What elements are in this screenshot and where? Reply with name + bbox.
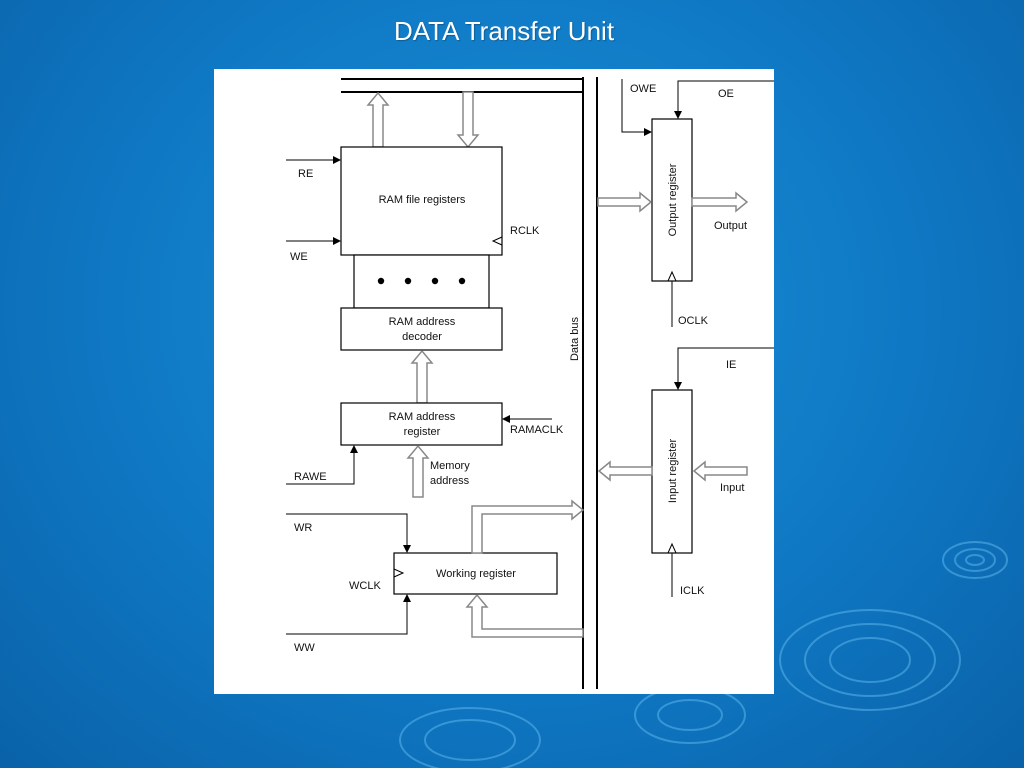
ram-address-decoder-label-1: RAM address: [389, 316, 456, 328]
output-register-label: Output register: [667, 163, 679, 236]
owe-label: OWE: [630, 83, 656, 95]
ellipsis-dots: [377, 277, 466, 285]
output-arrow: [691, 191, 749, 213]
ram-address-register-label-1: RAM address: [389, 411, 456, 423]
working-to-bus-arrow: [471, 499, 585, 554]
rclk-label: RCLK: [510, 225, 540, 237]
re-label: RE: [298, 168, 313, 180]
ram-address-register-label-2: register: [404, 426, 441, 438]
oe-label: OE: [718, 88, 734, 100]
iclk-label: ICLK: [680, 585, 705, 597]
input-arrow: [692, 460, 748, 482]
working-register-label: Working register: [436, 568, 516, 580]
data-bus: [341, 77, 598, 689]
ram-address-decoder-block: [340, 307, 503, 351]
output-label: Output: [714, 220, 747, 232]
bus-to-working-arrow: [465, 593, 584, 638]
ram-rows-block: [353, 254, 490, 309]
rclk-clock-marker: [491, 236, 503, 246]
data-transfer-diagram: Data bus RAM file registers RE WE RCLK R…: [286, 77, 774, 689]
bus-to-ram-arrow: [456, 91, 480, 149]
slide-title: DATA Transfer Unit: [393, 16, 615, 46]
input-register-label: Input register: [667, 439, 679, 504]
input-label: Input: [720, 482, 744, 494]
ram-file-registers-block: [340, 146, 503, 256]
memory-address-arrow: [406, 444, 430, 498]
ram-address-register-block: [340, 402, 503, 446]
data-bus-label: Data bus: [569, 316, 581, 361]
ww-label: WW: [294, 642, 315, 654]
ram-to-bus-arrow: [366, 91, 390, 148]
working-register-block: [393, 552, 558, 595]
oclk-label: OCLK: [678, 315, 709, 327]
rawe-label: RAWE: [294, 471, 327, 483]
bus-to-output-arrow: [597, 191, 653, 213]
register-to-decoder-arrow: [410, 349, 434, 404]
wclk-clock-marker: [393, 568, 405, 578]
ram-address-decoder-label-2: decoder: [402, 331, 442, 343]
ie-label: IE: [726, 359, 736, 371]
diagram-panel: Data bus RAM file registers RE WE RCLK R…: [214, 69, 774, 694]
wclk-label: WCLK: [349, 580, 381, 592]
memory-address-label-1: Memory: [430, 460, 470, 472]
iclk-clock-marker: [667, 542, 677, 554]
ramaclk-label: RAMACLK: [510, 424, 564, 436]
wr-label: WR: [294, 522, 312, 534]
input-to-bus-arrow: [597, 460, 653, 482]
ram-file-registers-label: RAM file registers: [379, 194, 466, 206]
we-label: WE: [290, 251, 308, 263]
memory-address-label-2: address: [430, 475, 470, 487]
oclk-clock-marker: [667, 270, 677, 282]
